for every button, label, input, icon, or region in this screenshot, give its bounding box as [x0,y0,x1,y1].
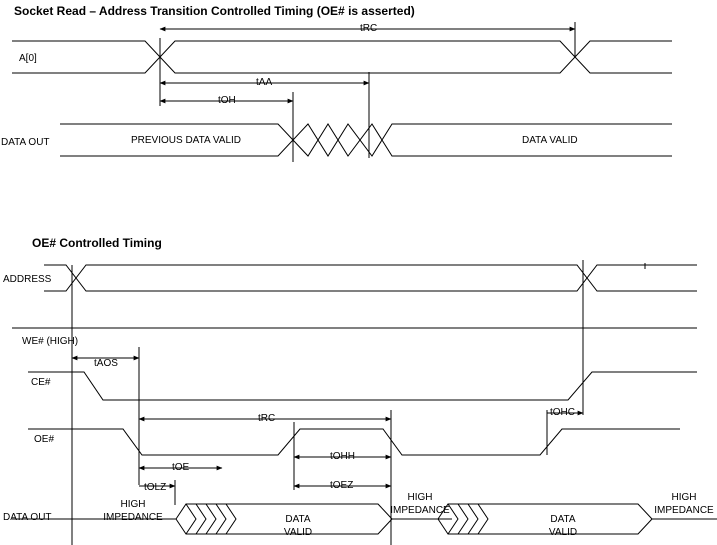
data-out-waveform-1 [60,123,672,157]
timing-label-taos: tAOS [94,358,118,369]
timing-label-tohh: tOHH [330,451,355,462]
state-data-valid-3-line1: DATA [550,514,576,525]
signal-label-ce: CE# [31,377,51,388]
timing-toh: tOH [159,95,294,106]
timing-taos: tAOS [71,355,140,369]
signal-label-data-out-2: DATA OUT [3,512,52,523]
signal-label-data-out-1: DATA OUT [1,137,50,148]
reference-lines-2 [71,260,584,545]
timing-label-tohc: tOHC [550,407,575,418]
state-data-valid-3-line2: VALID [549,527,577,538]
section1-title: Socket Read – Address Transition Control… [14,4,415,18]
state-data-valid-2-line1: DATA [285,514,311,525]
timing-trc-2: tRC [138,413,392,424]
address-waveform-1 [12,40,672,74]
section2-title: OE# Controlled Timing [32,236,162,250]
timing-tohh: tOHH [293,451,392,462]
timing-toe: tOE [138,462,223,473]
timing-label-trc-1: tRC [360,23,377,34]
timing-taa: tAA [159,77,370,88]
state-previous-data-valid: PREVIOUS DATA VALID [131,135,241,146]
timing-label-trc-2: tRC [258,413,275,424]
signal-label-we: WE# (HIGH) [22,336,78,347]
state-high-impedance-2-line1: HIGH [408,492,433,503]
timing-label-toez: tOEZ [330,480,353,491]
timing-label-taa: tAA [256,77,272,88]
state-data-valid-2-line2: VALID [284,527,312,538]
signal-label-address-2: ADDRESS [3,274,52,285]
state-high-impedance-3-line1: HIGH [672,492,697,503]
timing-tohc: tOHC [547,407,584,418]
address-waveform-2 [44,263,697,292]
timing-toez: tOEZ [293,480,392,491]
timing-trc-1: tRC [159,23,576,34]
ce-waveform [28,371,697,401]
oe-waveform [28,428,680,456]
timing-label-toh: tOH [218,95,236,106]
state-data-valid-1: DATA VALID [522,135,578,146]
signal-label-oe: OE# [34,434,54,445]
timing-tolz: tOLZ [139,482,176,493]
state-high-impedance-1-line2: IMPEDANCE [103,512,163,523]
signal-label-address-1: A[0] [19,53,37,64]
state-high-impedance-2-line2: IMPEDANCE [390,505,450,516]
state-high-impedance-3-line2: IMPEDANCE [654,505,714,516]
data-out-waveform-2 [12,503,717,535]
timing-label-toe: tOE [172,462,190,473]
state-high-impedance-1-line1: HIGH [121,499,146,510]
timing-label-tolz: tOLZ [144,482,166,493]
